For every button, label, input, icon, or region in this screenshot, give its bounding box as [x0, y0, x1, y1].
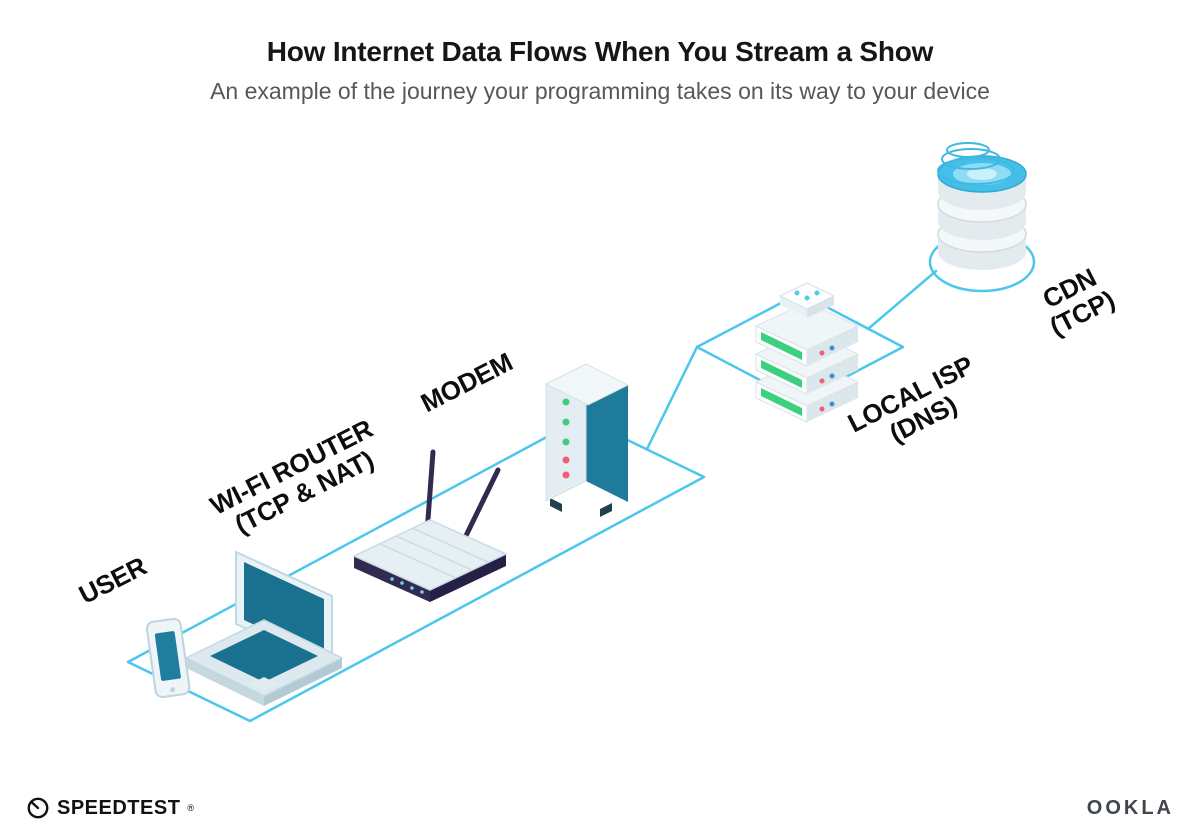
server-dot-cyan	[814, 290, 820, 296]
footer: SPEEDTEST ® OOKLA	[26, 796, 1174, 820]
page-title: How Internet Data Flows When You Stream …	[266, 36, 934, 67]
ookla-logo: OOKLA	[1086, 796, 1174, 819]
phone-screen	[154, 631, 181, 681]
router-antenna-right	[457, 467, 501, 551]
phone-home-button	[170, 687, 176, 693]
server-dot-red	[819, 378, 825, 384]
led-green	[562, 398, 570, 406]
led-green	[562, 438, 570, 446]
led-green	[562, 418, 570, 426]
server-dot-red	[819, 350, 825, 356]
router-top	[352, 519, 508, 591]
page-subtitle: An example of the journey your programmi…	[210, 78, 990, 104]
laptop-icon	[184, 550, 344, 706]
speedtest-trademark: ®	[187, 803, 195, 813]
header: How Internet Data Flows When You Stream …	[0, 36, 1200, 105]
modem-foot-left	[550, 498, 562, 512]
modem-top	[544, 363, 630, 406]
speedtest-logo: SPEEDTEST ®	[26, 796, 194, 820]
laptop-screen	[244, 562, 324, 657]
router-status-lights	[390, 577, 424, 594]
smartphone-icon	[145, 617, 191, 699]
server-dot-cyan	[794, 290, 800, 296]
router-grooves	[379, 527, 489, 579]
server-dot-blue	[829, 373, 835, 379]
database-coil	[937, 142, 1015, 185]
server-dot-cyan	[804, 295, 810, 301]
gauge-icon	[27, 797, 49, 819]
server-dot-red	[819, 406, 825, 412]
led-red	[562, 456, 570, 464]
modem-icon	[544, 363, 630, 517]
speedtest-wordmark: SPEEDTEST	[57, 796, 181, 819]
router-side-right	[430, 554, 506, 602]
modem-leds	[562, 398, 570, 479]
laptop-base-side-left	[186, 658, 264, 706]
modem-foot-right	[600, 503, 612, 517]
server-stack-icon	[754, 282, 860, 423]
isp-to-cdn-link	[866, 269, 938, 331]
server-slab	[754, 301, 860, 367]
server-green-bar	[761, 332, 802, 360]
server-dot-blue	[829, 345, 835, 351]
wifi-router-icon	[352, 449, 508, 602]
server-green-bar	[761, 388, 802, 416]
database-icon	[937, 142, 1027, 270]
server-dot-blue	[829, 401, 835, 407]
laptop-trackpad	[250, 677, 278, 691]
server-green-bar	[761, 360, 802, 388]
server-top-unit	[778, 282, 836, 318]
led-red	[562, 471, 570, 479]
laptop-base-side-right	[264, 658, 342, 706]
modem-to-isp-link	[645, 345, 699, 451]
laptop-keyboard	[210, 630, 318, 682]
